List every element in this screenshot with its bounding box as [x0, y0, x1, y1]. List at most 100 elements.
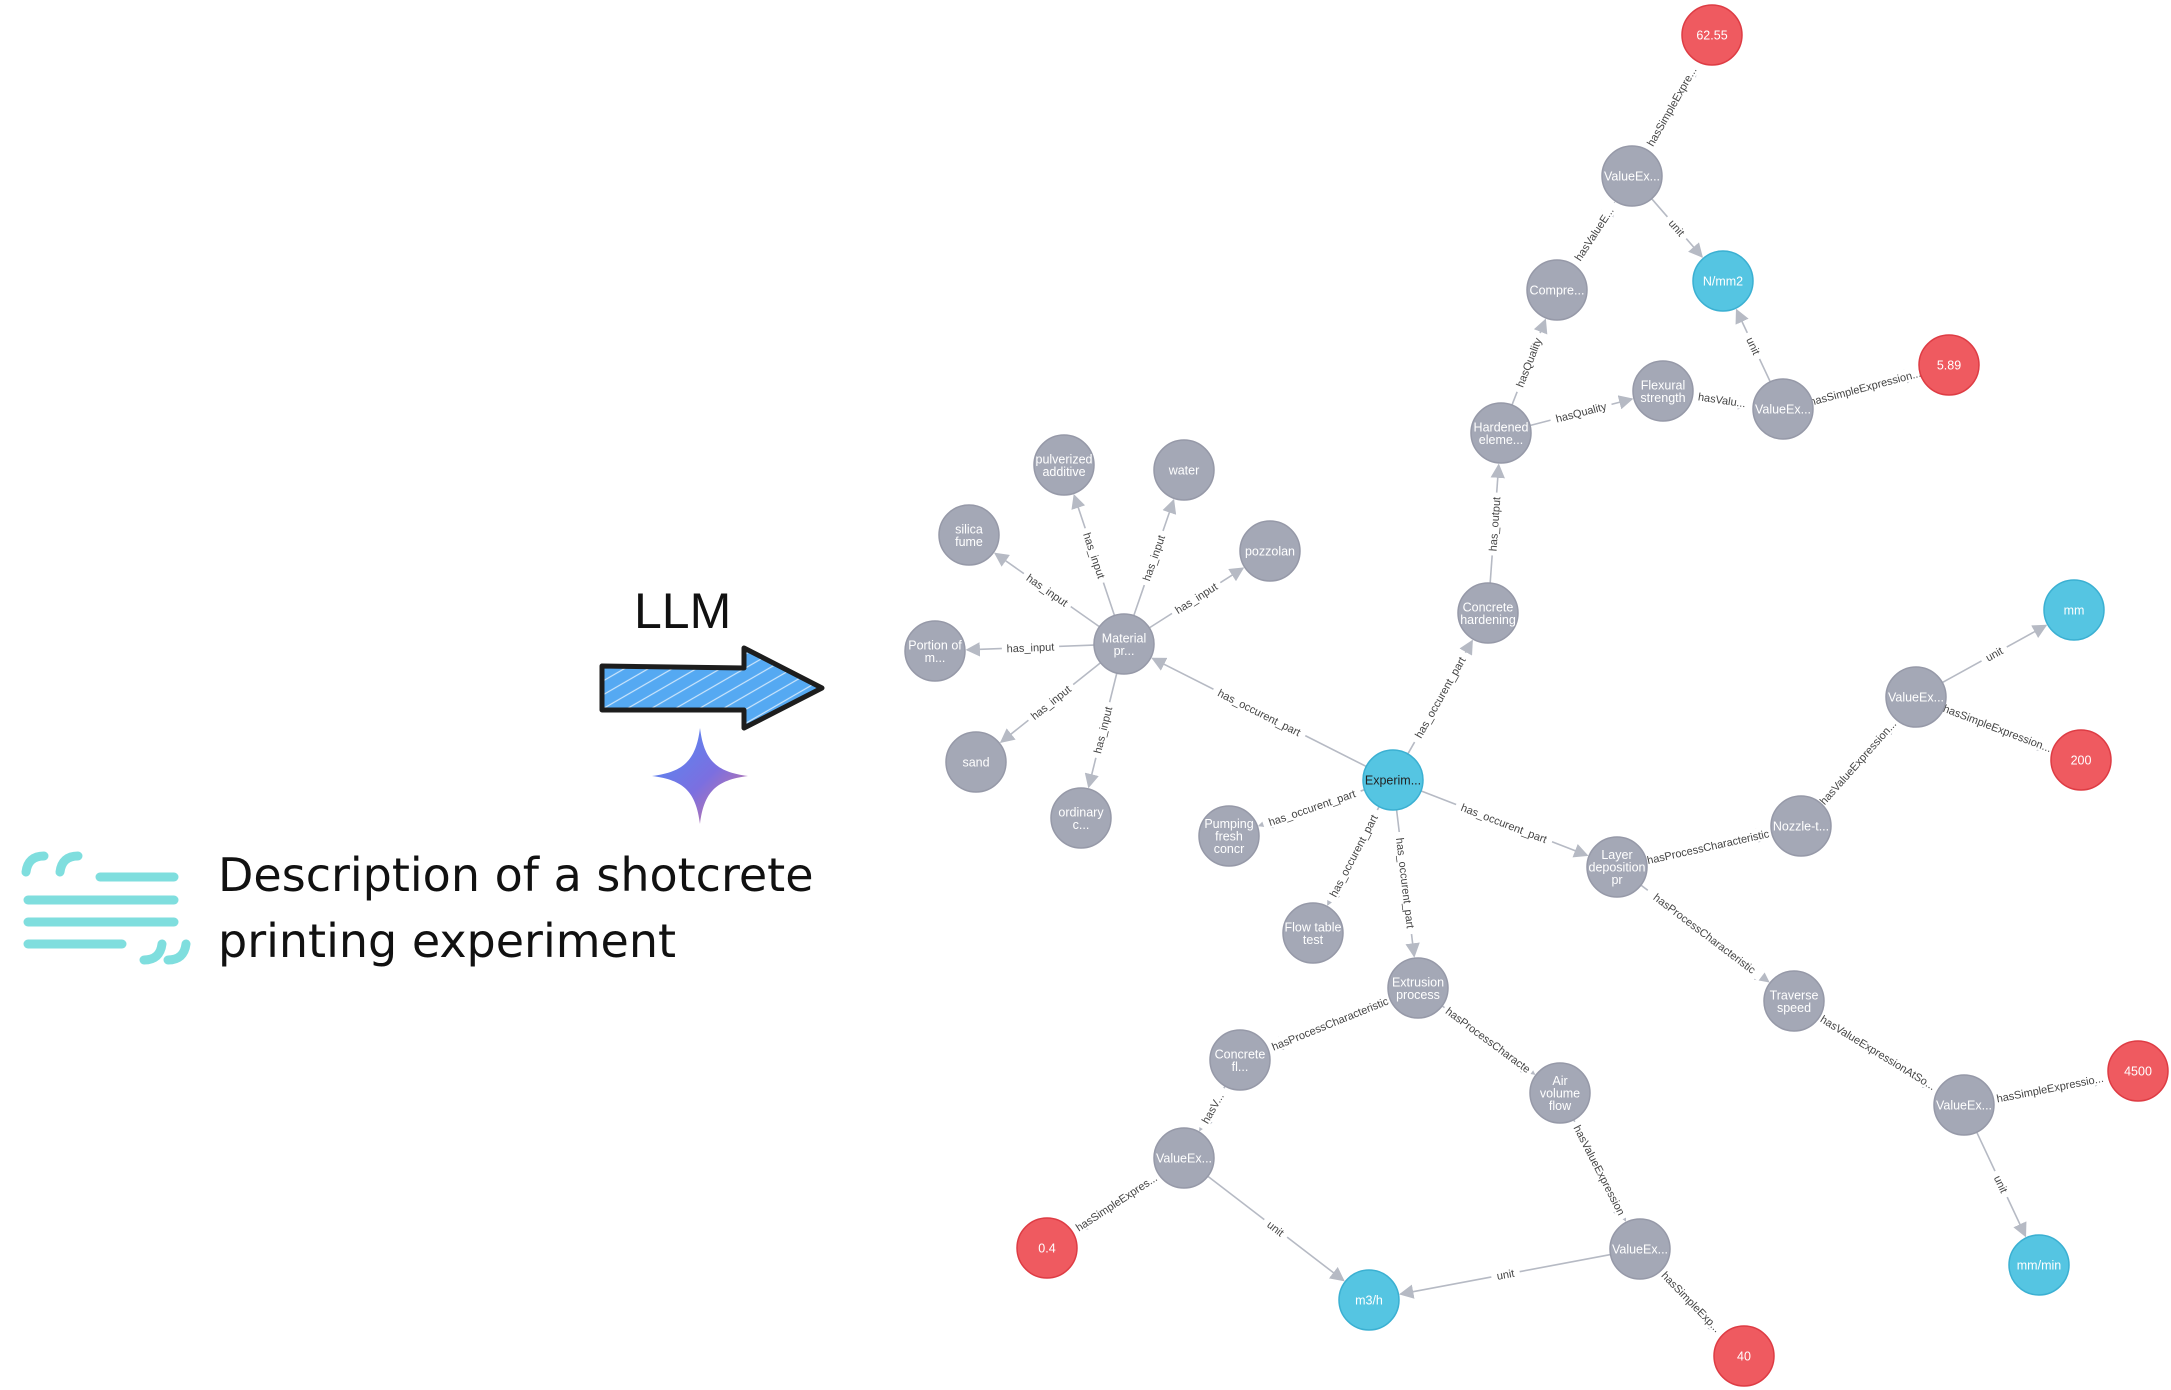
node-label: water — [1168, 464, 1200, 478]
node-circle[interactable] — [945, 731, 1007, 793]
node-pozzolan[interactable]: pozzolan — [1239, 520, 1301, 582]
edge-label: hasValueExpressionAtSo... — [1818, 1014, 1937, 1093]
node-m3h[interactable]: m3/h — [1338, 1269, 1400, 1331]
edge-label-bg — [1485, 492, 1503, 556]
node-v200[interactable]: 200 — [2050, 729, 2112, 791]
node-concretefl[interactable]: Concretefl... — [1209, 1029, 1271, 1091]
edge-label: hasValu... — [1697, 391, 1746, 410]
node-label: c... — [1073, 818, 1090, 832]
node-valueex_air[interactable]: ValueEx... — [1609, 1218, 1671, 1280]
node-v04[interactable]: 0.4 — [1016, 1217, 1078, 1279]
node-circle[interactable] — [1526, 259, 1588, 321]
node-circle[interactable] — [1933, 1074, 1995, 1136]
node-circle[interactable] — [1050, 787, 1112, 849]
node-valueex_n[interactable]: ValueEx... — [1885, 666, 1947, 728]
node-circle[interactable] — [2107, 1040, 2169, 1102]
edge-label: unit — [1496, 1268, 1516, 1283]
node-valueex_f[interactable]: ValueEx... — [1752, 378, 1814, 440]
node-circle[interactable] — [1016, 1217, 1078, 1279]
node-valueex_c[interactable]: ValueEx... — [1601, 145, 1663, 207]
node-nozzle[interactable]: Nozzle-t... — [1770, 795, 1832, 857]
edge-label: hasSimpleExpre... — [1645, 65, 1699, 149]
edge-label: hasProcessCharacteristic — [1651, 892, 1758, 977]
node-circle[interactable] — [1601, 145, 1663, 207]
node-circle[interactable] — [1387, 957, 1449, 1019]
node-circle[interactable] — [1885, 666, 1947, 728]
node-circle[interactable] — [1457, 582, 1519, 644]
node-mm[interactable]: mm — [2043, 579, 2105, 641]
node-circle[interactable] — [1362, 749, 1424, 811]
node-label: silica — [955, 522, 983, 536]
node-circle[interactable] — [1713, 1325, 1775, 1387]
edge-label-bg — [1408, 649, 1471, 746]
node-circle[interactable] — [1632, 360, 1694, 422]
node-v40[interactable]: 40 — [1713, 1325, 1775, 1387]
node-circle[interactable] — [1338, 1269, 1400, 1331]
node-compre[interactable]: Compre... — [1526, 259, 1588, 321]
node-circle[interactable] — [1681, 4, 1743, 66]
edge-label: hasValueE... — [1573, 205, 1617, 263]
node-ordinary[interactable]: ordinaryc... — [1050, 787, 1112, 849]
node-nmm2[interactable]: N/mm2 — [1692, 250, 1754, 312]
node-water[interactable]: water — [1153, 439, 1215, 501]
node-circle[interactable] — [1763, 970, 1825, 1032]
node-hardened[interactable]: Hardenedeleme... — [1470, 402, 1532, 464]
node-circle[interactable] — [938, 504, 1000, 566]
edge-label: has_input — [1141, 534, 1168, 583]
node-sand[interactable]: sand — [945, 731, 1007, 793]
node-label: ValueEx... — [1156, 1152, 1212, 1166]
node-label: m3/h — [1355, 1294, 1383, 1308]
node-material[interactable]: Materialpr... — [1093, 613, 1155, 675]
node-circle[interactable] — [1033, 434, 1095, 496]
node-label: m... — [925, 651, 946, 665]
node-circle[interactable] — [2008, 1234, 2070, 1296]
node-circle[interactable] — [1692, 250, 1754, 312]
edge-label-bg — [1636, 824, 1780, 869]
node-circle[interactable] — [1470, 402, 1532, 464]
node-circle[interactable] — [1770, 795, 1832, 857]
node-circle[interactable] — [1153, 1127, 1215, 1189]
edge-label-bg — [1741, 329, 1766, 362]
node-label: Pumping — [1204, 817, 1253, 831]
node-label: mm/min — [2017, 1259, 2061, 1273]
edge-label-bg — [1567, 198, 1620, 269]
node-circle[interactable] — [2043, 579, 2105, 641]
node-label: Concrete — [1215, 1047, 1266, 1061]
node-circle[interactable] — [1153, 439, 1215, 501]
node-circle[interactable] — [1198, 805, 1260, 867]
node-v4500[interactable]: 4500 — [2107, 1040, 2169, 1102]
node-circle[interactable] — [2050, 729, 2112, 791]
node-v6255[interactable]: 62.55 — [1681, 4, 1743, 66]
node-valueex_t[interactable]: ValueEx... — [1933, 1074, 1995, 1136]
node-circle[interactable] — [1239, 520, 1301, 582]
node-circle[interactable] — [904, 620, 966, 682]
node-valueex_cf[interactable]: ValueEx... — [1153, 1127, 1215, 1189]
node-circle[interactable] — [1282, 902, 1344, 964]
node-circle[interactable] — [1609, 1218, 1671, 1280]
node-v589[interactable]: 5.89 — [1918, 334, 1980, 396]
node-portion[interactable]: Portion ofm... — [904, 620, 966, 682]
node-circle[interactable] — [1586, 836, 1648, 898]
node-label: 4500 — [2124, 1065, 2152, 1079]
node-circle[interactable] — [1093, 613, 1155, 675]
node-circle[interactable] — [1752, 378, 1814, 440]
node-circle[interactable] — [1529, 1062, 1591, 1124]
node-mmmin[interactable]: mm/min — [2008, 1234, 2070, 1296]
node-experiment[interactable]: Experim... — [1362, 749, 1424, 811]
node-circle[interactable] — [1918, 334, 1980, 396]
edge-label-bg — [1261, 990, 1399, 1056]
edge-label: has_input — [1173, 581, 1220, 617]
edge-label-bg — [1989, 1168, 2014, 1200]
node-circle[interactable] — [1209, 1029, 1271, 1091]
edge-label-bg — [1024, 679, 1077, 725]
